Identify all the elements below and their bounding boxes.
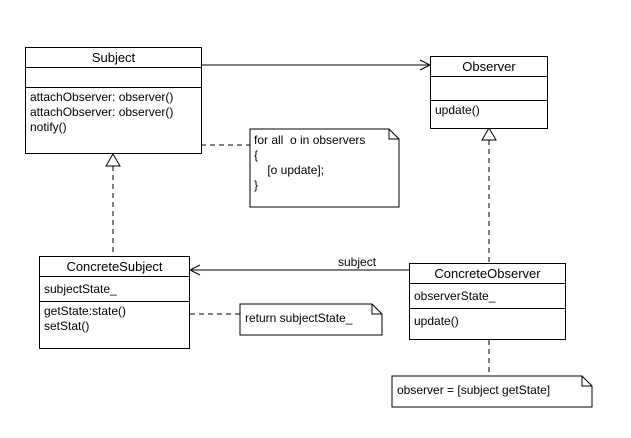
note-text: for all o in observers { [o update]; } bbox=[254, 133, 366, 192]
class-concrete-subject: ConcreteSubject subjectState_ getState:s… bbox=[39, 256, 190, 349]
association-label-subject: subject bbox=[338, 255, 377, 269]
attribute-compartment bbox=[26, 68, 201, 88]
attribute-compartment: observerState_ bbox=[410, 284, 565, 309]
operation-compartment: attachObserver: observer() attachObserve… bbox=[26, 88, 201, 137]
operation: setStat() bbox=[44, 319, 90, 333]
class-name: Subject bbox=[26, 48, 201, 68]
operation: attachObserver: observer() bbox=[30, 105, 174, 119]
association-subject-arrowhead bbox=[188, 264, 201, 276]
generalization-triangle-subject bbox=[105, 153, 121, 167]
operation-compartment: update() bbox=[410, 309, 565, 331]
attribute: subjectState_ bbox=[44, 282, 117, 296]
attribute-compartment: subjectState_ bbox=[40, 277, 189, 302]
operation: notify() bbox=[30, 120, 67, 134]
operation-compartment: update() bbox=[431, 101, 547, 120]
class-concrete-observer: ConcreteObserver observerState_ update() bbox=[409, 263, 566, 340]
note-text: observer = [subject getState] bbox=[397, 383, 551, 397]
operation: getState:state() bbox=[44, 304, 127, 318]
attribute: observerState_ bbox=[414, 289, 496, 303]
attribute-compartment bbox=[431, 77, 547, 101]
class-name: ConcreteSubject bbox=[40, 257, 189, 277]
class-observer: Observer update() bbox=[430, 56, 548, 129]
class-subject: Subject attachObserver: observer() attac… bbox=[25, 47, 202, 154]
generalization-triangle-observer bbox=[481, 127, 497, 141]
class-name: ConcreteObserver bbox=[410, 264, 565, 284]
note-shape-getstate bbox=[239, 303, 383, 336]
note-text: return subjectState_ bbox=[245, 311, 353, 325]
operation: attachObserver: observer() bbox=[30, 90, 174, 104]
operation: update() bbox=[435, 103, 480, 117]
note-shape-notify bbox=[249, 128, 400, 208]
class-name: Observer bbox=[431, 57, 547, 77]
operation: update() bbox=[414, 314, 459, 328]
note-shape-update bbox=[391, 375, 593, 408]
operation-compartment: getState:state() setStat() bbox=[40, 302, 189, 336]
